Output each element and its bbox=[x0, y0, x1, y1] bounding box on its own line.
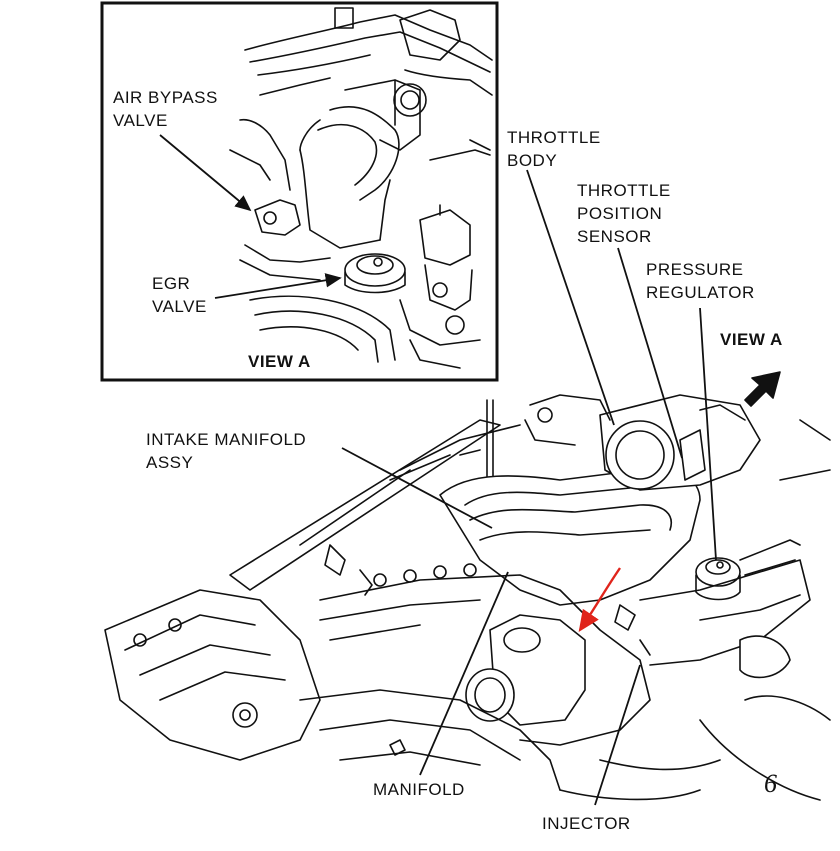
pressure-regulator-leader bbox=[699, 307, 717, 561]
manifold-leader bbox=[419, 571, 509, 776]
red-annotation-arrow bbox=[578, 567, 621, 632]
egr-valve-leader bbox=[214, 273, 342, 299]
throttle-body-label-line-2: BODY bbox=[507, 151, 558, 170]
intake-manifold-assy-label: INTAKE MANIFOLD ASSY bbox=[146, 428, 306, 474]
throttle-body-label: THROTTLE BODY bbox=[507, 126, 601, 172]
corner-mark: 6 bbox=[764, 769, 778, 798]
tps-label-line-2: POSITION bbox=[577, 204, 663, 223]
throttle-position-sensor-leader bbox=[617, 247, 683, 459]
pressure-regulator-label: PRESSURE REGULATOR bbox=[646, 258, 755, 304]
view-a-inset-frame bbox=[100, 1, 499, 382]
throttle-body-label-line-1: THROTTLE bbox=[507, 128, 601, 147]
air-bypass-valve-label-line-1: AIR BYPASS bbox=[113, 88, 218, 107]
air-bypass-valve-label: AIR BYPASS VALVE bbox=[113, 86, 218, 132]
intake-manifold-leader bbox=[341, 447, 493, 529]
intake-manifold-label-line-1: INTAKE MANIFOLD bbox=[146, 430, 307, 449]
intake-manifold-label-line-2: ASSY bbox=[146, 453, 194, 472]
view-a-pointer-label: VIEW A bbox=[720, 330, 783, 349]
inset-title: VIEW A bbox=[248, 352, 311, 371]
tps-label-line-1: THROTTLE bbox=[577, 181, 671, 200]
egr-valve-label: EGR VALVE bbox=[152, 272, 207, 318]
throttle-body-leader bbox=[526, 169, 615, 426]
egr-valve-label-line-2: VALVE bbox=[152, 297, 207, 316]
main-engine-art bbox=[104, 371, 831, 801]
throttle-position-sensor-label: THROTTLE POSITION SENSOR bbox=[577, 179, 671, 248]
inset-engine-art bbox=[229, 7, 493, 369]
pressure-regulator-label-line-2: REGULATOR bbox=[646, 283, 755, 302]
pressure-regulator-label-line-1: PRESSURE bbox=[646, 260, 744, 279]
air-bypass-valve-leader bbox=[159, 134, 252, 212]
injector-leader bbox=[594, 664, 641, 806]
injector-label: INJECTOR bbox=[542, 814, 631, 833]
air-bypass-valve-label-line-2: VALVE bbox=[113, 111, 168, 130]
tps-label-line-3: SENSOR bbox=[577, 227, 652, 246]
egr-valve-label-line-1: EGR bbox=[152, 274, 191, 293]
manifold-label: MANIFOLD bbox=[373, 780, 465, 799]
